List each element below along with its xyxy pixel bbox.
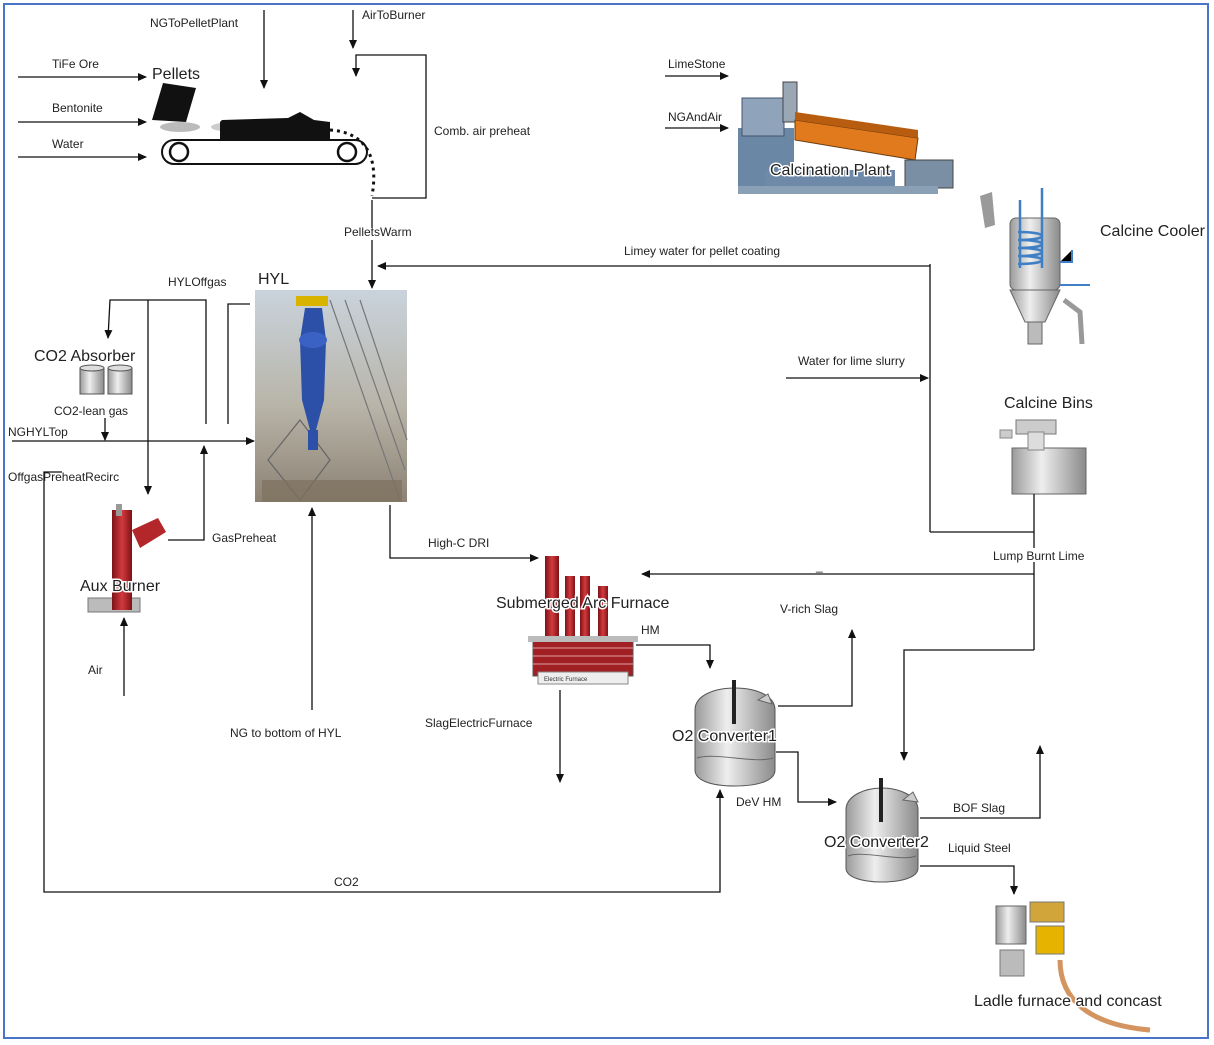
stream-bentonite: Bentonite xyxy=(52,101,103,115)
stream-dev-hm: DeV HM xyxy=(736,795,781,809)
stream-gas-preheat: GasPreheat xyxy=(212,531,277,545)
hyl-reactor-graphic xyxy=(255,290,407,502)
stream-hm: HM xyxy=(641,623,660,637)
stream-co2: CO2 xyxy=(334,875,359,889)
unit-submerged-arc-furnace: Submerged Arc Furnace xyxy=(496,595,670,612)
unit-calcine-bins: Calcine Bins xyxy=(1004,395,1093,412)
co2-absorber-graphic xyxy=(80,365,132,394)
unit-co2-absorber: CO2 Absorber xyxy=(34,348,136,365)
stream-water-lime-slurry: Water for lime slurry xyxy=(798,354,905,368)
stream-hyl-offgas: HYLOffgas xyxy=(168,275,226,289)
unit-calcine-cooler: Calcine Cooler xyxy=(1100,223,1206,240)
unit-o2-converter1: O2 Converter1 xyxy=(672,728,777,745)
stream-ng-hyl-top: NGHYLTop xyxy=(8,425,68,439)
stream-air: Air xyxy=(88,663,103,677)
pellet-plant-graphic xyxy=(152,83,374,196)
unit-o2-converter2: O2 Converter2 xyxy=(824,834,929,851)
stream-high-c-dri: High-C DRI xyxy=(428,536,489,550)
stream-water: Water xyxy=(52,137,84,151)
stream-liquid-steel: Liquid Steel xyxy=(948,841,1011,855)
ladle-furnace-graphic xyxy=(996,902,1150,1030)
stream-co2-lean-gas: CO2-lean gas xyxy=(54,404,128,418)
stream-ng-to-pellet-plant: NGToPelletPlant xyxy=(150,16,239,30)
stream-tife-ore: TiFe Ore xyxy=(52,57,99,71)
unit-hyl: HYL xyxy=(258,271,289,288)
stream-comb-air-preheat: Comb. air preheat xyxy=(434,124,531,138)
stream-bof-slag: BOF Slag xyxy=(953,801,1005,815)
stream-v-rich-slag: V-rich Slag xyxy=(780,602,838,616)
stream-dash: _ xyxy=(815,559,823,573)
stream-lump-burnt-lime: Lump Burnt Lime xyxy=(993,549,1085,563)
unit-calcination-plant: Calcination Plant xyxy=(770,162,891,179)
aux-burner-graphic xyxy=(88,504,166,612)
calcine-bins-graphic xyxy=(1000,420,1086,494)
stream-air-to-burner: AirToBurner xyxy=(362,8,425,22)
stream-limey-water: Limey water for pellet coating xyxy=(624,244,780,258)
calcine-cooler-graphic xyxy=(980,188,1090,344)
o2-converter2-graphic xyxy=(846,778,918,882)
stream-ng-and-air: NGAndAir xyxy=(668,110,722,124)
stream-ng-bottom-hyl: NG to bottom of HYL xyxy=(230,726,342,740)
stream-pellets-warm: PelletsWarm xyxy=(344,225,412,239)
stream-limestone: LimeStone xyxy=(668,57,726,71)
unit-ladle-furnace: Ladle furnace and concast xyxy=(974,993,1162,1010)
unit-pellets: Pellets xyxy=(152,66,200,83)
unit-aux-burner: Aux Burner xyxy=(80,578,161,595)
stream-slag-electric-furnace: SlagElectricFurnace xyxy=(425,716,533,730)
electric-furnace-plate: Electric Furnace xyxy=(544,677,588,683)
submerged-arc-furnace-graphic xyxy=(528,556,638,684)
stream-offgas-preheat-recirc: OffgasPreheatRecirc xyxy=(8,470,119,484)
